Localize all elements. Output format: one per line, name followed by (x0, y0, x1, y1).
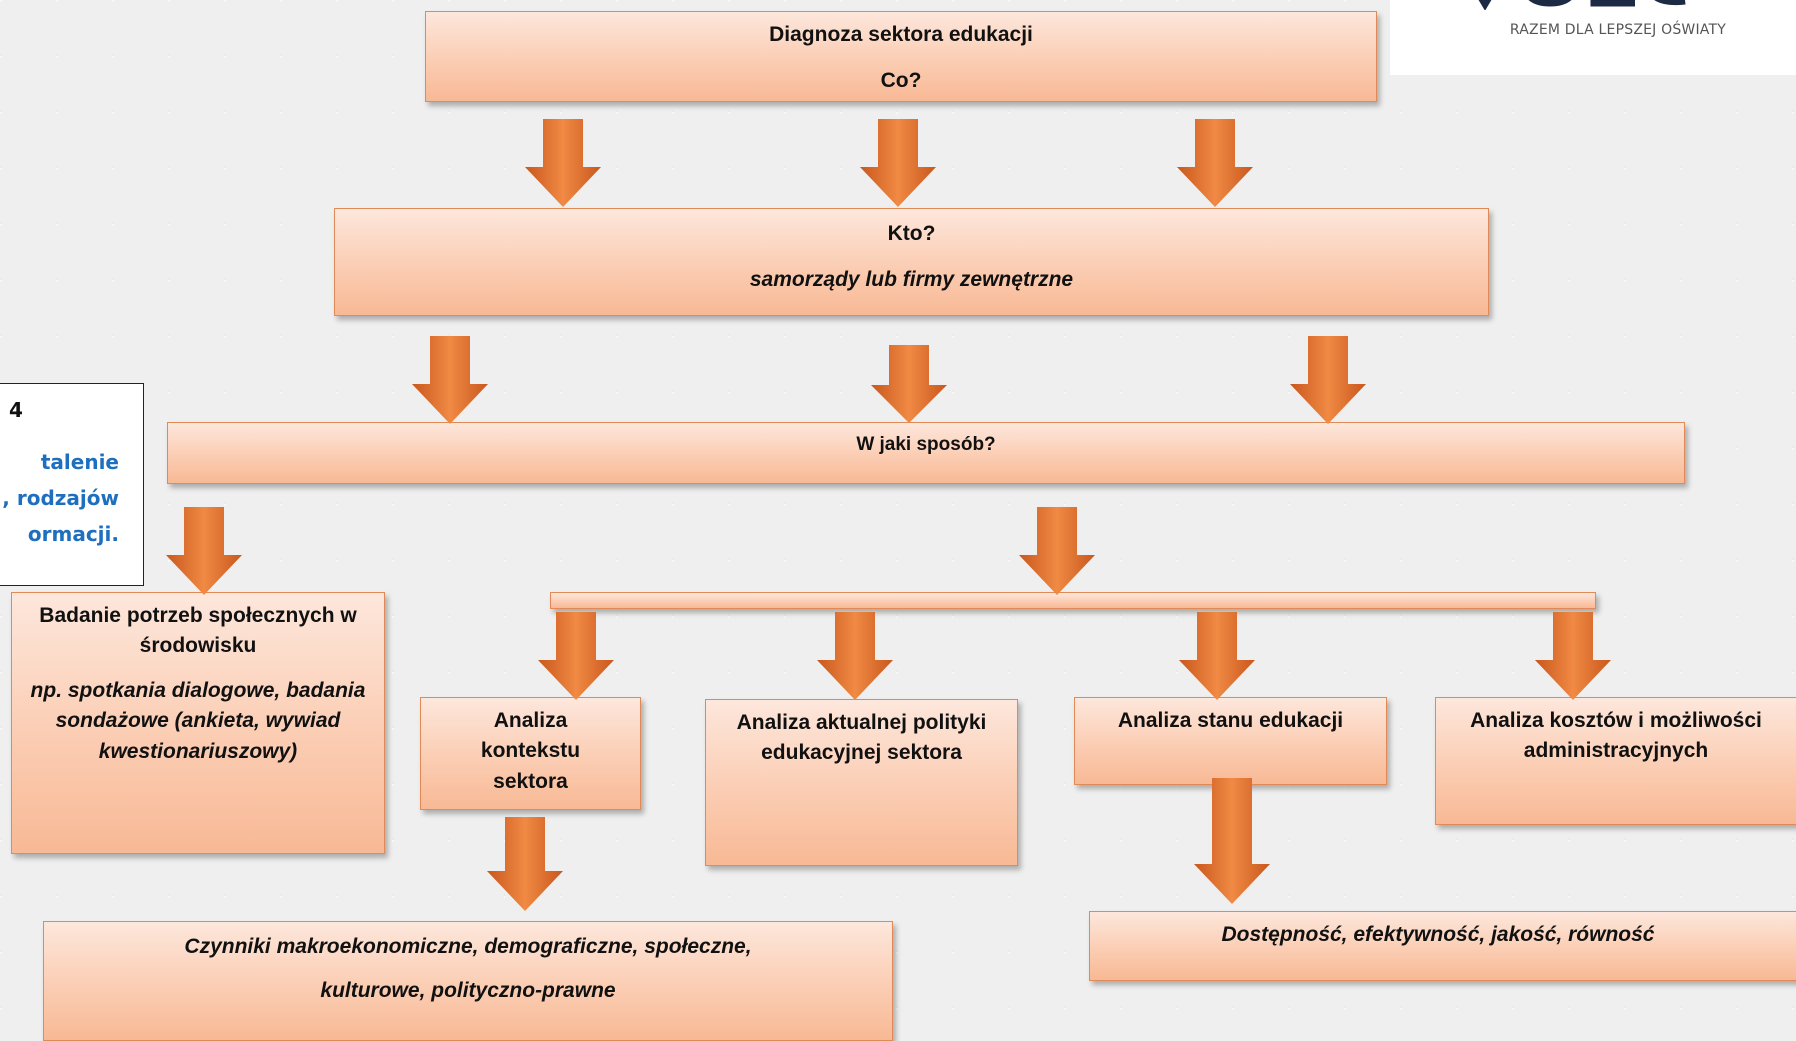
box-stan-title: Analiza stanu edukacji (1117, 709, 1344, 732)
box-badanie-sub: np. spotkania dialogowe, badania sondażo… (30, 678, 366, 763)
box-dostepnosc: Dostępność, efektywność, jakość, równość (1089, 911, 1796, 981)
box-koszty: Analiza kosztów i możliwości administrac… (1435, 697, 1796, 825)
box-diagnoza-sub: Co? (880, 69, 922, 93)
box-kto-title: Kto? (887, 222, 936, 245)
down-arrow-icon (1019, 507, 1095, 595)
down-arrow-icon (860, 119, 936, 207)
down-arrow-icon (1179, 612, 1255, 700)
box-badanie-title: Badanie potrzeb społecznych w środowisku (39, 604, 357, 658)
down-arrow-icon (487, 817, 563, 911)
box-czynniki: Czynniki makroekonomiczne, demograficzne… (43, 921, 893, 1041)
box-sposob: W jaki sposób? (167, 422, 1685, 484)
down-arrow-icon (1290, 336, 1366, 424)
box-diagnoza-title: Diagnoza sektora edukacji (769, 23, 1033, 46)
down-arrow-icon (1535, 612, 1611, 700)
step-description-line: ormacji. (27, 522, 119, 546)
box-stan: Analiza stanu edukacji (1074, 697, 1387, 785)
step-description: talenie , rodzajów ormacji. (2, 444, 119, 552)
logo-tagline: RAZEM DLA LEPSZEJ OŚWIATY (1509, 22, 1726, 38)
box-kto: Kto? samorządy lub firmy zewnętrzne (334, 208, 1489, 316)
down-arrow-icon (817, 612, 893, 700)
down-arrow-icon (1177, 119, 1253, 207)
box-kontekst-title: Analiza kontekstu sektora (480, 709, 581, 793)
box-kto-sub: samorządy lub firmy zewnętrzne (749, 268, 1074, 292)
box-badanie: Badanie potrzeb społecznych w środowisku… (11, 592, 385, 854)
down-arrow-icon (412, 336, 488, 424)
step-description-line: talenie (40, 450, 119, 474)
box-polityka: Analiza aktualnej polityki edukacyjnej s… (705, 699, 1018, 866)
box-diagnoza: Diagnoza sektora edukacji Co? (425, 11, 1377, 102)
down-arrow-icon (525, 119, 601, 207)
step-number: 4 (9, 398, 23, 422)
box-czynniki-line1: Czynniki makroekonomiczne, demograficzne… (184, 935, 752, 958)
box-sposob-title: W jaki sposób? (856, 434, 996, 455)
connector-bar (550, 592, 1596, 609)
vulcan-logo: RAZEM DLA LEPSZEJ OŚWIATY (1390, 0, 1796, 75)
down-arrow-icon (871, 345, 947, 423)
vulcan-logo-mark (1478, 0, 1686, 10)
down-arrow-icon (1194, 778, 1270, 904)
box-koszty-title: Analiza kosztów i możliwości administrac… (1470, 709, 1762, 763)
step-description-line: , rodzajów (2, 486, 119, 510)
down-arrow-icon (166, 507, 242, 595)
box-dostepnosc-title: Dostępność, efektywność, jakość, równość (1221, 923, 1655, 946)
box-kontekst: Analiza kontekstu sektora (420, 697, 641, 810)
step-info-box: 4 talenie , rodzajów ormacji. (0, 383, 144, 586)
down-arrow-icon (538, 612, 614, 700)
box-polityka-title: Analiza aktualnej polityki edukacyjnej s… (736, 711, 987, 765)
box-czynniki-line2: kulturowe, polityczno-prawne (320, 979, 616, 1003)
